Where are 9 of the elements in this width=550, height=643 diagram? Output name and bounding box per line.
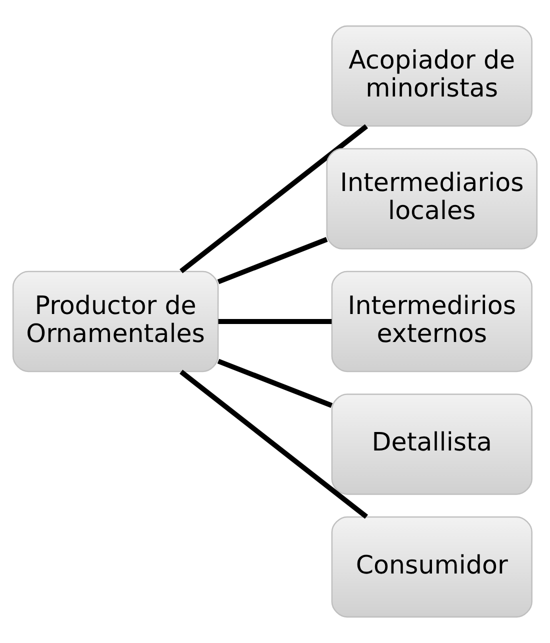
node-box: Acopiador de minoristas (331, 25, 532, 127)
node-box: Consumidor (331, 516, 532, 618)
node-box: Intermedirios externos (331, 270, 532, 372)
node-box: Intermediarios locales (326, 148, 538, 250)
connector (217, 358, 333, 408)
node-box: Detallista (331, 394, 532, 495)
connector (218, 318, 332, 324)
connector (217, 237, 328, 284)
node-box: Productor de Ornamentales (12, 270, 219, 372)
